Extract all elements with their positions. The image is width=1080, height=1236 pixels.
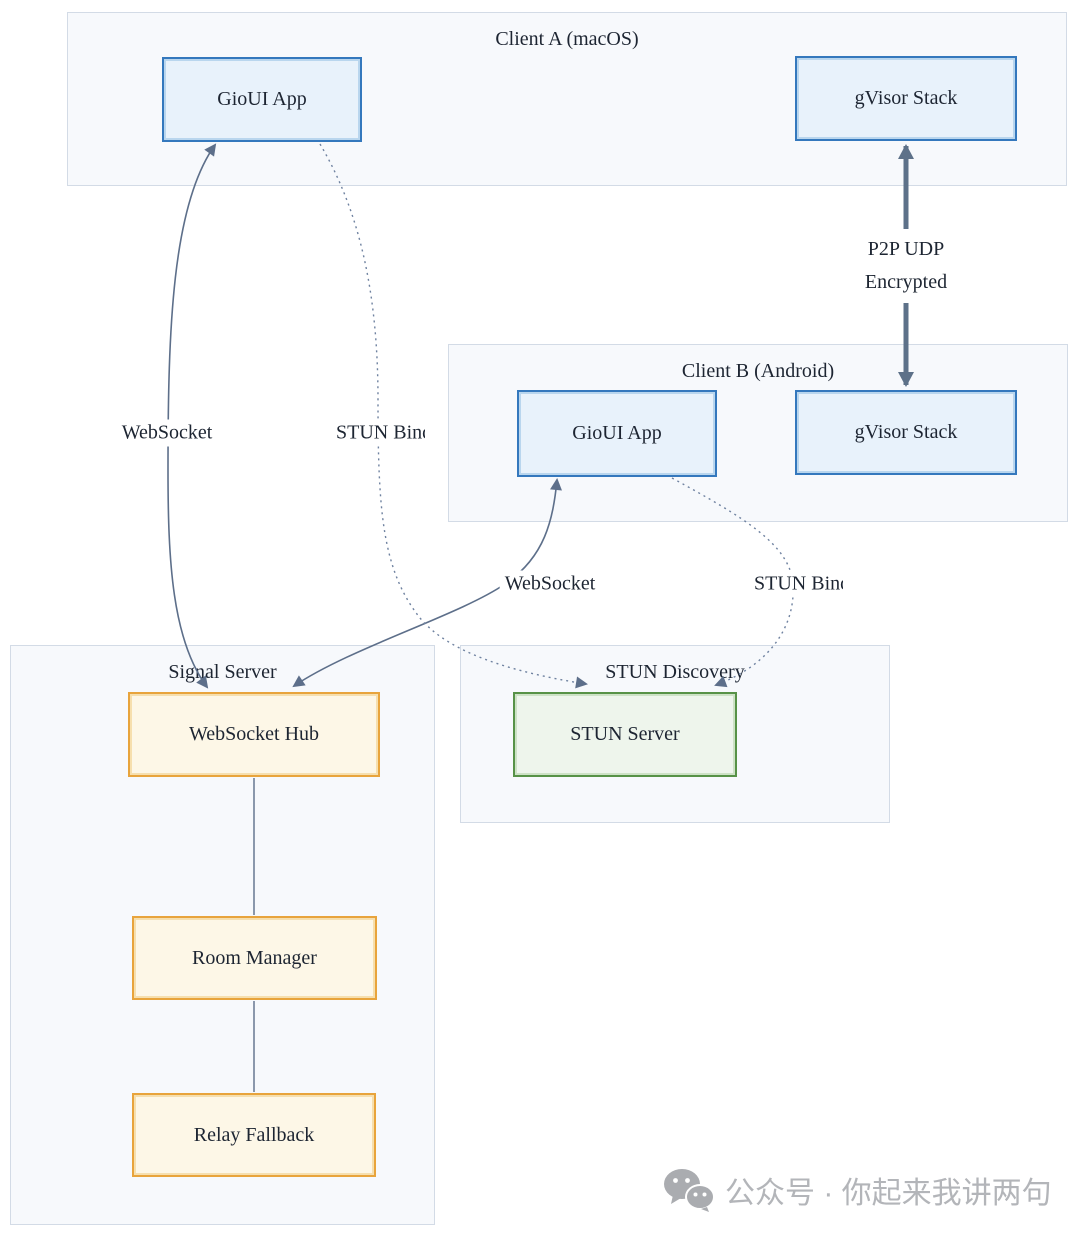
node-gioui-app-client-a: GioUI App: [162, 57, 362, 142]
edge-label-p2p-udp-encrypted: P2P UDP Encrypted: [856, 229, 956, 303]
node-gvisor-stack-client-b-label: gVisor Stack: [854, 421, 958, 443]
node-gioui-app-client-b: GioUI App: [517, 390, 717, 477]
node-websocket-hub: WebSocket Hub: [128, 692, 380, 777]
edge-label-websocket-b: WebSocket: [499, 570, 601, 598]
node-gioui-app-client-b-label: GioUI App: [572, 422, 662, 444]
edge-websocket-a: [167, 143, 217, 689]
cluster-client-a-title: Client A (macOS): [495, 28, 639, 50]
watermark: 公众号 · 你起来我讲两句: [663, 1168, 1052, 1212]
edge-stun-bind-a: [319, 143, 588, 689]
node-gvisor-stack-client-a: gVisor Stack: [795, 56, 1017, 141]
wechat-icon: [664, 1169, 715, 1212]
node-gioui-app-client-a-label: GioUI App: [217, 88, 307, 110]
node-relay-fallback: Relay Fallback: [132, 1093, 376, 1177]
edge-label-p2p-line2: Encrypted: [864, 271, 948, 293]
node-gvisor-stack-client-b: gVisor Stack: [795, 390, 1017, 475]
edge-websocket-b: [292, 478, 562, 688]
node-gvisor-stack-client-a-label: gVisor Stack: [854, 87, 958, 109]
edge-label-websocket-a: WebSocket: [116, 419, 218, 447]
watermark-text: 公众号 · 你起来我讲两句: [725, 1177, 1052, 1210]
node-relay-fallback-label: Relay Fallback: [193, 1123, 315, 1146]
node-stun-server-label: STUN Server: [570, 723, 680, 745]
edge-label-stun-bind-b: STUN Bind: [749, 570, 843, 598]
cluster-stun-discovery-title: STUN Discovery: [605, 661, 745, 683]
cluster-client-b-title: Client B (Android): [681, 360, 835, 382]
node-websocket-hub-label: WebSocket Hub: [188, 723, 320, 745]
node-room-manager: Room Manager: [132, 916, 377, 1000]
node-room-manager-label: Room Manager: [192, 946, 317, 969]
edge-label-stun-bind-a: STUN Bind: [331, 419, 425, 447]
edge-stun-bind-b: [671, 477, 794, 688]
node-stun-server: STUN Server: [513, 692, 737, 777]
edge-label-p2p-line1: P2P UDP: [867, 238, 945, 260]
